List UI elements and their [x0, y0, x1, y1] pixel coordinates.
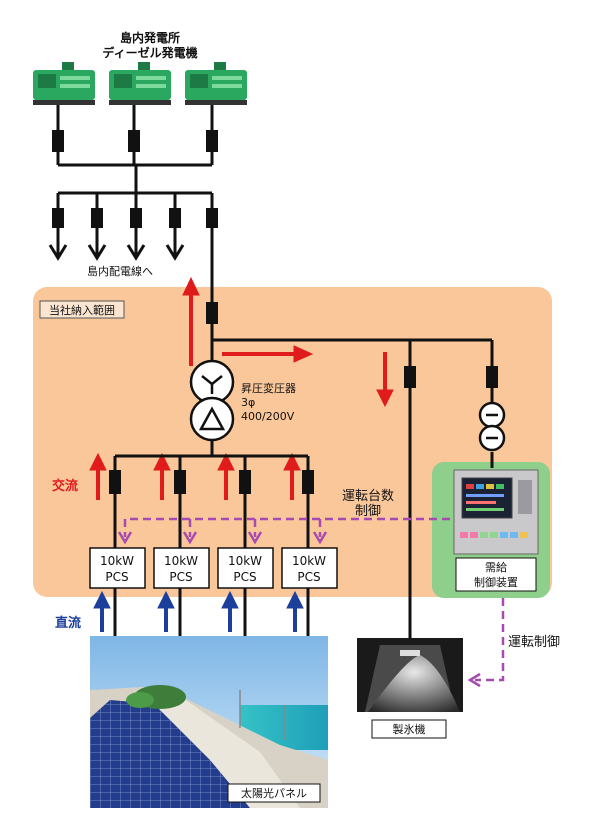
ice-maker-photo	[357, 638, 463, 712]
controller-label-box	[455, 557, 537, 592]
solar-panel-label-box	[227, 783, 321, 803]
controller-device-icon	[453, 469, 539, 555]
ice-maker-label-box	[371, 719, 447, 739]
control-arrow-heads	[117, 531, 481, 688]
pcs-label-line2: PCS	[105, 570, 128, 584]
unit-control-label-line1: 運転台数	[342, 489, 394, 504]
dc-lines	[113, 588, 310, 636]
pcs-box	[153, 547, 210, 589]
dc-label: 直流	[55, 615, 81, 631]
pcs-label-line2: PCS	[297, 570, 320, 584]
pcs-label-line1: 10kW	[292, 554, 326, 568]
breaker-icon	[486, 366, 498, 388]
pcs-label-line1: 10kW	[228, 554, 262, 568]
pcs-box	[281, 547, 338, 589]
breaker-icon	[404, 366, 416, 388]
controller-label-line1: 需給	[485, 560, 507, 574]
auxiliary-transformer-icon	[478, 401, 506, 452]
operation-control-label: 運転制御	[508, 635, 560, 650]
distribution-label: 島内配電線へ	[87, 264, 153, 278]
control-signal-lines	[123, 517, 505, 682]
transformer-label-line3: 400/200V	[241, 410, 295, 423]
plant-label-line1: 島内発電所	[120, 30, 180, 45]
diesel-generator-icon	[33, 62, 95, 105]
dc-flow-arrows	[93, 590, 304, 632]
unit-control-label-line2: 制御	[355, 504, 381, 519]
breaker-icon	[52, 208, 218, 228]
pcs-label-line2: PCS	[169, 570, 192, 584]
step-up-transformer-icon	[189, 359, 235, 442]
pcs-box	[89, 547, 146, 589]
transformer-label-line1: 昇圧変圧器	[241, 381, 296, 395]
pcs-label-line2: PCS	[233, 570, 256, 584]
ice-maker-label: 製氷機	[393, 722, 426, 736]
transformer-label-line2: 3φ	[241, 396, 255, 409]
diesel-generator-icon	[109, 62, 171, 105]
ac-label: 交流	[52, 478, 78, 494]
diesel-generator-icon	[185, 62, 247, 105]
pcs-box	[217, 547, 274, 589]
solar-panel-label: 太陽光パネル	[241, 786, 307, 800]
ac-flow-arrows	[89, 276, 394, 500]
plant-label-line2: ディーゼル発電機	[102, 45, 197, 60]
scope-label: 当社納入範囲	[49, 303, 115, 317]
distribution-feeders	[48, 193, 185, 261]
breaker-icon	[52, 130, 218, 152]
solar-panel-photo	[90, 636, 328, 808]
pcs-label-line1: 10kW	[164, 554, 198, 568]
breaker-icon	[109, 470, 314, 494]
controller-label-line2: 制御装置	[474, 575, 518, 589]
breaker-icon	[206, 302, 218, 324]
pcs-label-line1: 10kW	[100, 554, 134, 568]
scope-label-box	[39, 300, 125, 319]
